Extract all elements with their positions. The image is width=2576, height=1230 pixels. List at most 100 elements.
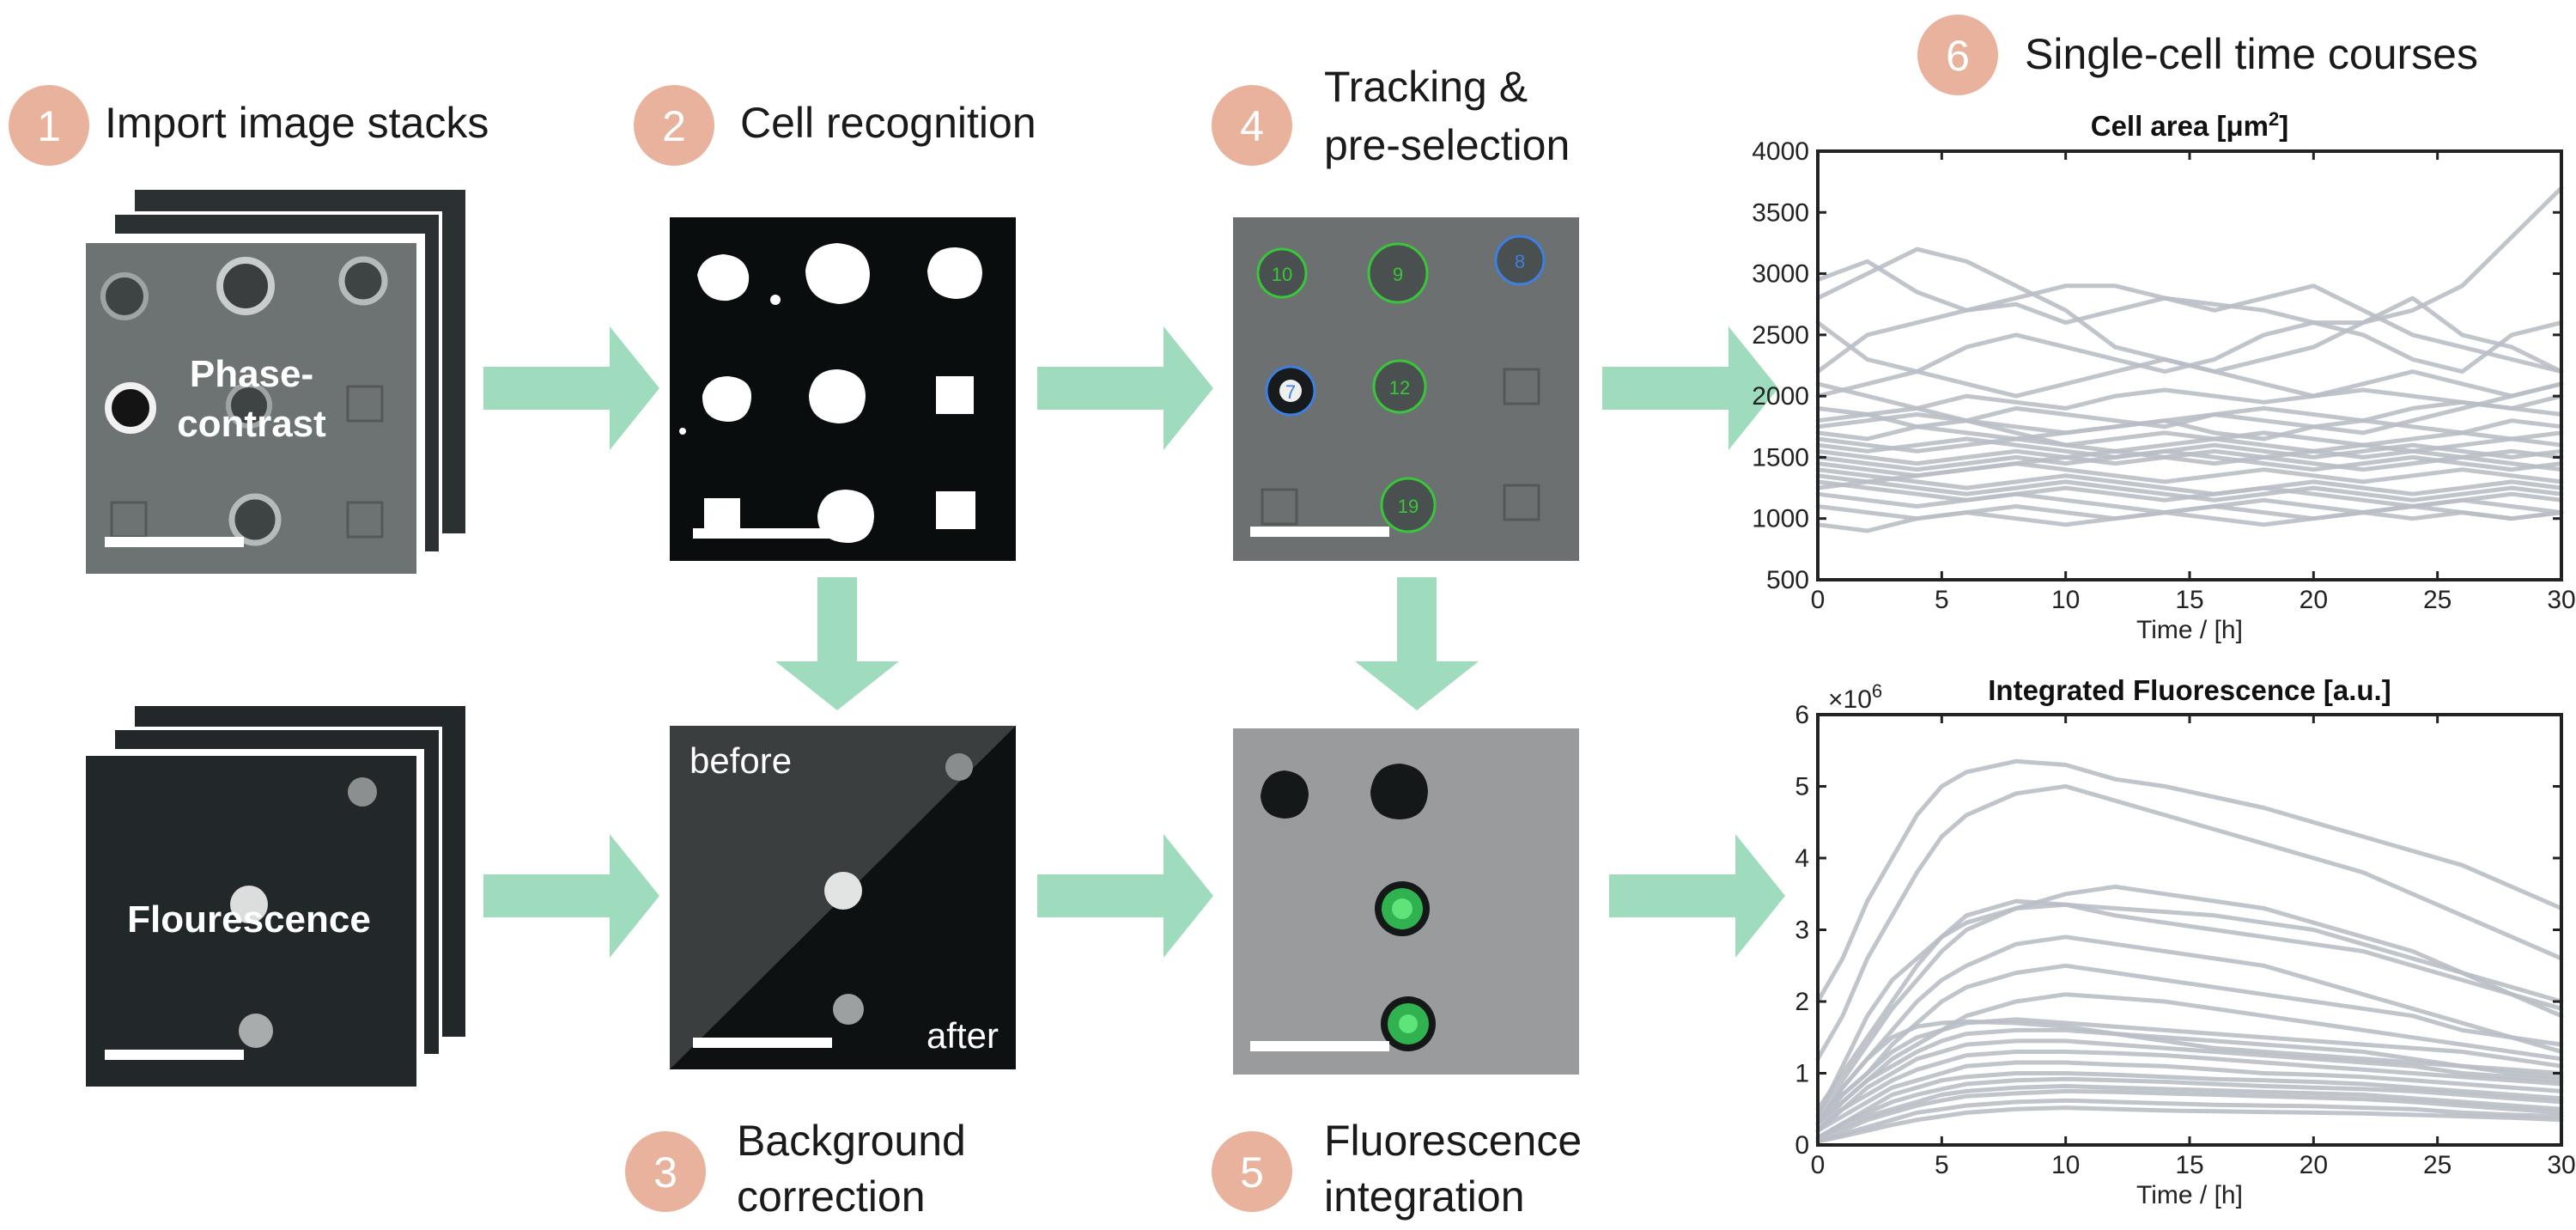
- step-5-label-line1: Fluorescence: [1324, 1117, 1582, 1165]
- series-line: [1815, 1019, 2564, 1126]
- step-5-number: 5: [1240, 1148, 1264, 1197]
- step-2-number: 2: [662, 102, 686, 150]
- scale-bar: [105, 1050, 244, 1060]
- x-tick-label: 0: [1811, 586, 1826, 614]
- step-4-badge: [1212, 85, 1292, 166]
- y-tick-label: 6: [1795, 701, 1809, 729]
- step-1-label: Import image stacks: [105, 99, 489, 147]
- step-1-header: 1 Import image stacks: [9, 85, 489, 166]
- tracked-cell: 19: [1380, 477, 1437, 533]
- x-tick-label: 10: [2051, 1151, 2080, 1179]
- integrated-cell-signal-core: [1399, 1014, 1418, 1033]
- fluorescent-cell: [824, 872, 862, 910]
- mask-blob: [805, 243, 870, 304]
- x-tick-label: 15: [2175, 1151, 2203, 1179]
- microwell: [1503, 368, 1540, 405]
- tracked-cell: 10: [1256, 247, 1308, 299]
- right-arrow: [1037, 326, 1213, 450]
- cell: [226, 382, 272, 429]
- track-id: 12: [1389, 377, 1410, 399]
- step-3-number: 3: [653, 1148, 677, 1197]
- y-axis-exponent: ×106: [1828, 680, 1882, 714]
- fluorescent-cell: [945, 753, 973, 781]
- series-line: [1815, 758, 2564, 1004]
- microwell: [346, 385, 384, 423]
- track-id: 9: [1393, 264, 1403, 285]
- x-tick-label: 20: [2300, 586, 2328, 614]
- step-3-badge: [625, 1131, 706, 1212]
- series-line: [1815, 381, 2564, 460]
- step-6-badge: [1917, 15, 1998, 95]
- x-tick-label: 25: [2423, 1151, 2451, 1179]
- step-4-label-line1: Tracking &: [1324, 63, 1528, 111]
- series-line: [1815, 381, 2564, 435]
- step-4-label-line2: pre-selection: [1324, 121, 1570, 169]
- step-2-label: Cell recognition: [740, 99, 1036, 147]
- series-line: [1815, 898, 2564, 1111]
- track-id: 7: [1285, 381, 1296, 403]
- series-line: [1815, 399, 2564, 429]
- series-line: [1815, 1017, 2564, 1126]
- series-line: [1815, 430, 2564, 454]
- phase-contrast-stack: Phase- contrast: [86, 190, 465, 584]
- y-axis-exponent-superscript: 6: [1872, 680, 1882, 702]
- series-line: [1815, 1084, 2564, 1141]
- step-2-badge: [634, 85, 714, 166]
- chart-title: Cell area [μm2]: [2091, 108, 2289, 142]
- phase-contrast-label-line1: Phase-: [190, 353, 313, 395]
- chart-title-superscript: 2: [2269, 108, 2279, 130]
- mask-blob: [809, 369, 866, 423]
- fluorescent-cell: [239, 1014, 273, 1048]
- step-6-header: 6 Single-cell time courses: [1917, 15, 2478, 95]
- right-arrow: [483, 326, 659, 450]
- microwell: [1503, 484, 1540, 521]
- down-arrow: [775, 577, 899, 710]
- y-tick-label: 1500: [1752, 443, 1809, 472]
- fluorescent-cell: [230, 886, 268, 923]
- track-id: 8: [1515, 251, 1525, 272]
- plot-area: [1818, 715, 2561, 1145]
- series-line: [1815, 992, 2564, 1133]
- microwell: [1261, 488, 1298, 526]
- step-1-badge: [9, 85, 89, 166]
- series-line: [1815, 356, 2564, 399]
- series-line: [1815, 1038, 2564, 1133]
- mask-blob: [702, 376, 752, 422]
- before-label: before: [690, 740, 792, 781]
- x-tick-label: 15: [2175, 586, 2203, 614]
- mask-blob: [697, 254, 750, 301]
- series-line: [1815, 1060, 2564, 1133]
- track-id: 10: [1272, 264, 1292, 285]
- fluorescence-stack: Flourescence: [82, 706, 465, 1093]
- cell: [100, 272, 149, 320]
- y-tick-label: 3000: [1752, 260, 1809, 289]
- microwell: [346, 501, 384, 539]
- dark-cell-mask: [1370, 764, 1428, 819]
- scale-bar: [693, 1038, 832, 1048]
- x-tick-label: 10: [2051, 586, 2080, 614]
- step-3-label-line2: correction: [737, 1172, 926, 1221]
- tracked-cell: 7: [1265, 365, 1316, 417]
- step-2-header: 2 Cell recognition: [634, 85, 1036, 166]
- mask-speck: [679, 428, 686, 435]
- step-6-label: Single-cell time courses: [2025, 30, 2478, 78]
- series-line: [1815, 1050, 2564, 1133]
- x-tick-label: 5: [1935, 586, 1949, 614]
- fluorescent-cell: [833, 994, 864, 1025]
- series-line: [1815, 1105, 2564, 1144]
- down-arrow: [1355, 577, 1479, 710]
- track-id: 19: [1398, 496, 1419, 517]
- series-line: [1815, 963, 2564, 1126]
- scale-bar: [1250, 527, 1389, 537]
- x-axis-label: Time / [h]: [2136, 616, 2243, 644]
- cell: [338, 256, 388, 306]
- x-axis-label: Time / [h]: [2136, 1181, 2243, 1209]
- chart-title: Integrated Fluorescence [a.u.]: [1988, 674, 2391, 706]
- right-arrow: [1602, 326, 1778, 450]
- y-tick-label: 4000: [1752, 137, 1809, 166]
- phase-cells: [100, 256, 388, 546]
- dark-cell-mask: [1261, 770, 1309, 819]
- series-line: [1815, 902, 2564, 1119]
